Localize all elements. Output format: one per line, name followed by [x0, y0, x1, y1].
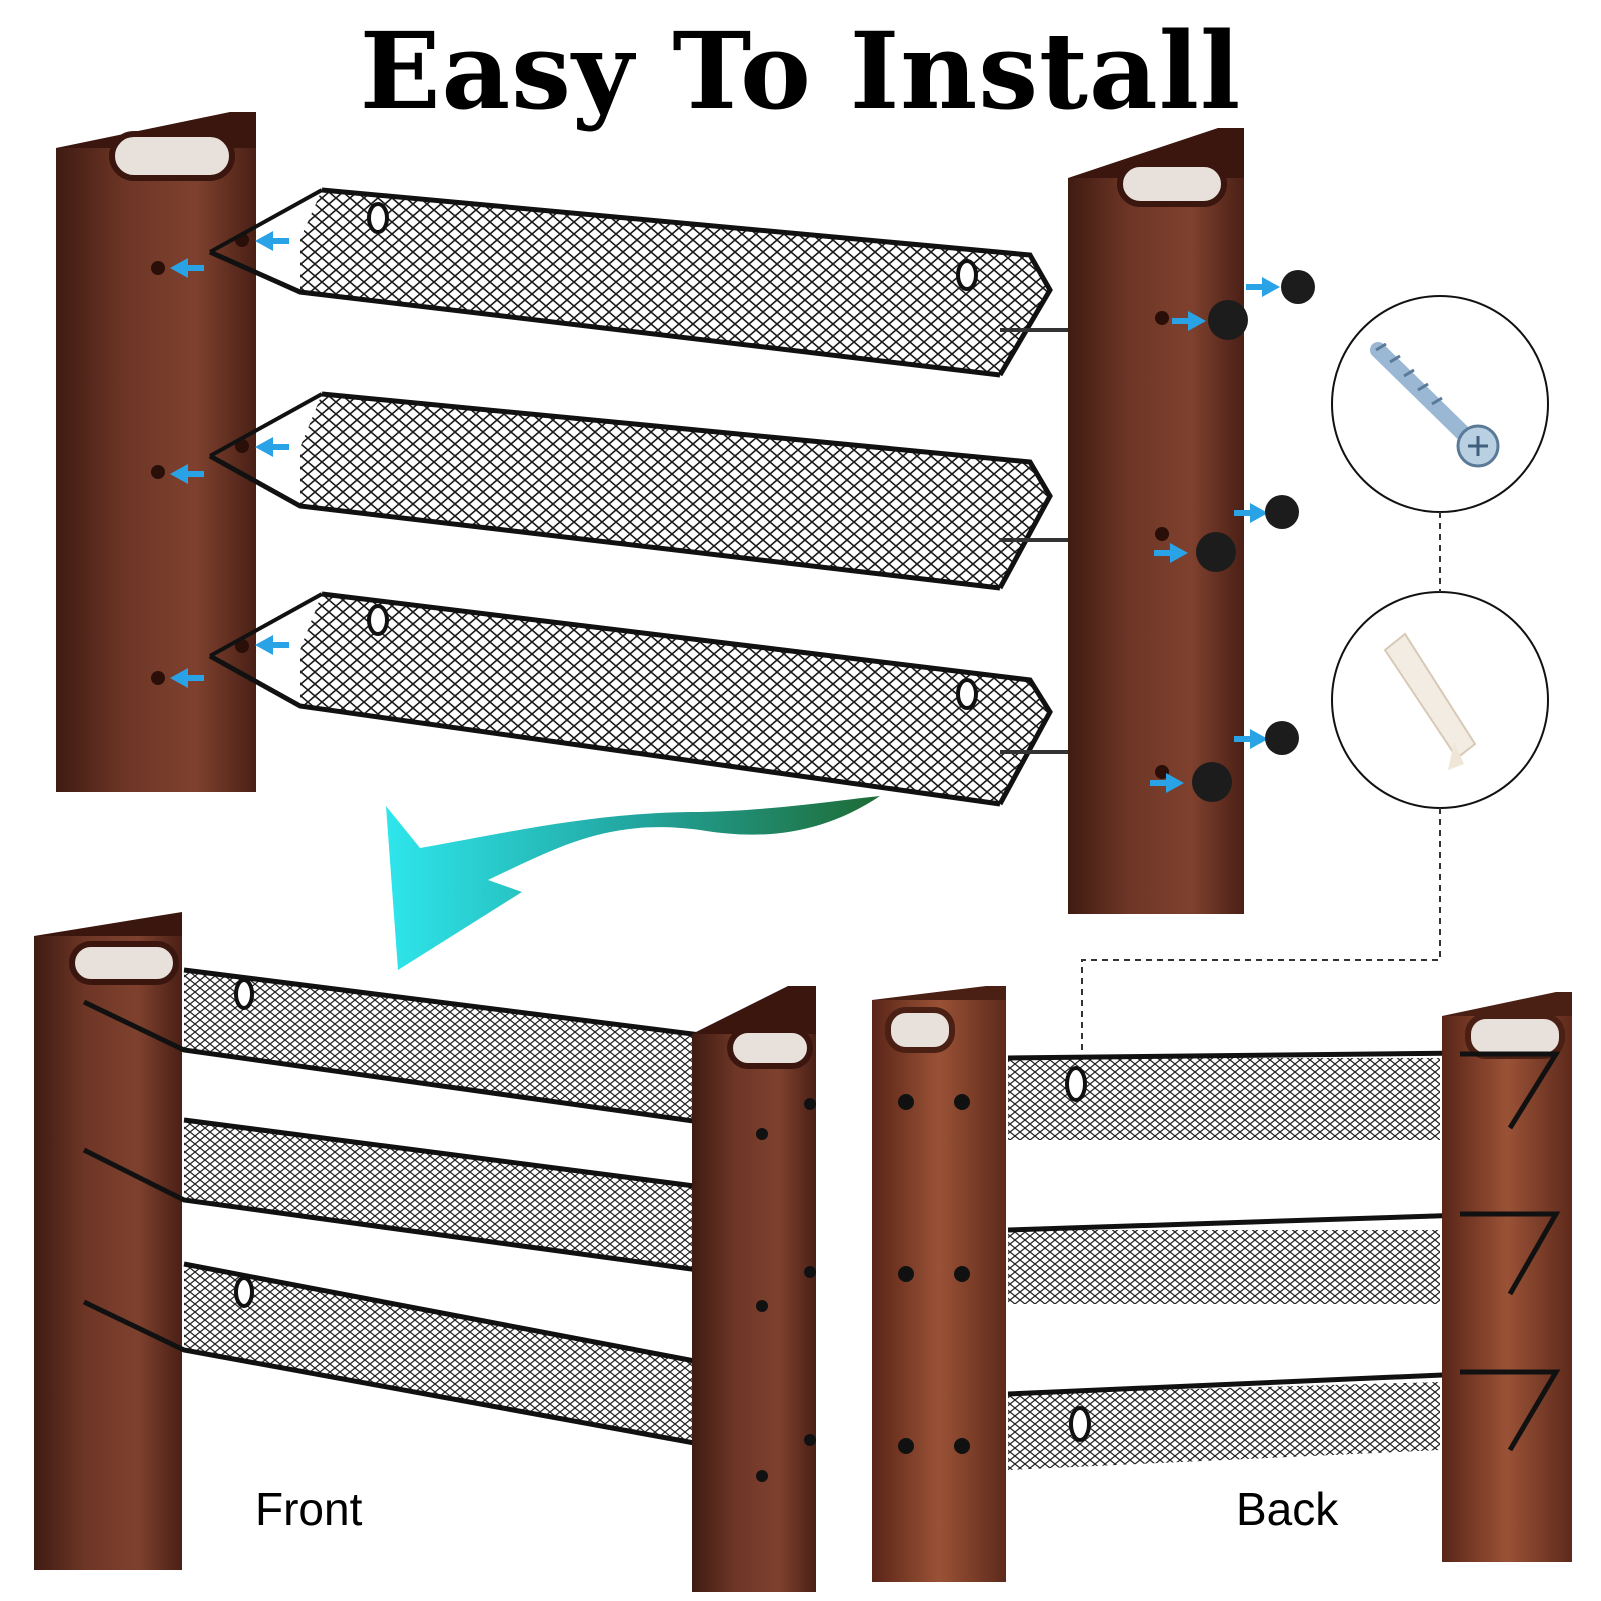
anchor-callout: [1331, 591, 1549, 809]
front-shelf-1: [82, 967, 773, 1135]
direction-arrow-icon: [386, 796, 880, 970]
front-view: [34, 912, 816, 1592]
shelf-middle: [208, 391, 1100, 591]
right-arrows: [1150, 277, 1280, 793]
front-right-board: [692, 986, 816, 1592]
back-label: Back: [1236, 1483, 1339, 1535]
shelf-bottom: [208, 591, 1100, 807]
cap-nut-icon: [1192, 270, 1315, 802]
exploded-view: [56, 112, 1315, 914]
back-left-board: [872, 986, 1006, 1582]
dashed-connector: [1081, 512, 1441, 1060]
left-arrows: [170, 231, 289, 688]
front-shelf-2: [82, 1117, 773, 1283]
wall-anchor-icon: [1383, 632, 1477, 770]
back-view: [872, 986, 1572, 1582]
front-left-board: [34, 912, 182, 1570]
screw-icon: [1370, 342, 1500, 468]
front-label: Front: [255, 1483, 363, 1535]
back-right-board: [1442, 992, 1572, 1562]
screw-callout: [1331, 295, 1549, 513]
shelf-top: [208, 187, 1100, 378]
left-board: [56, 112, 256, 792]
front-shelf-3: [82, 1261, 701, 1447]
page-title: Easy To Install: [359, 8, 1242, 133]
